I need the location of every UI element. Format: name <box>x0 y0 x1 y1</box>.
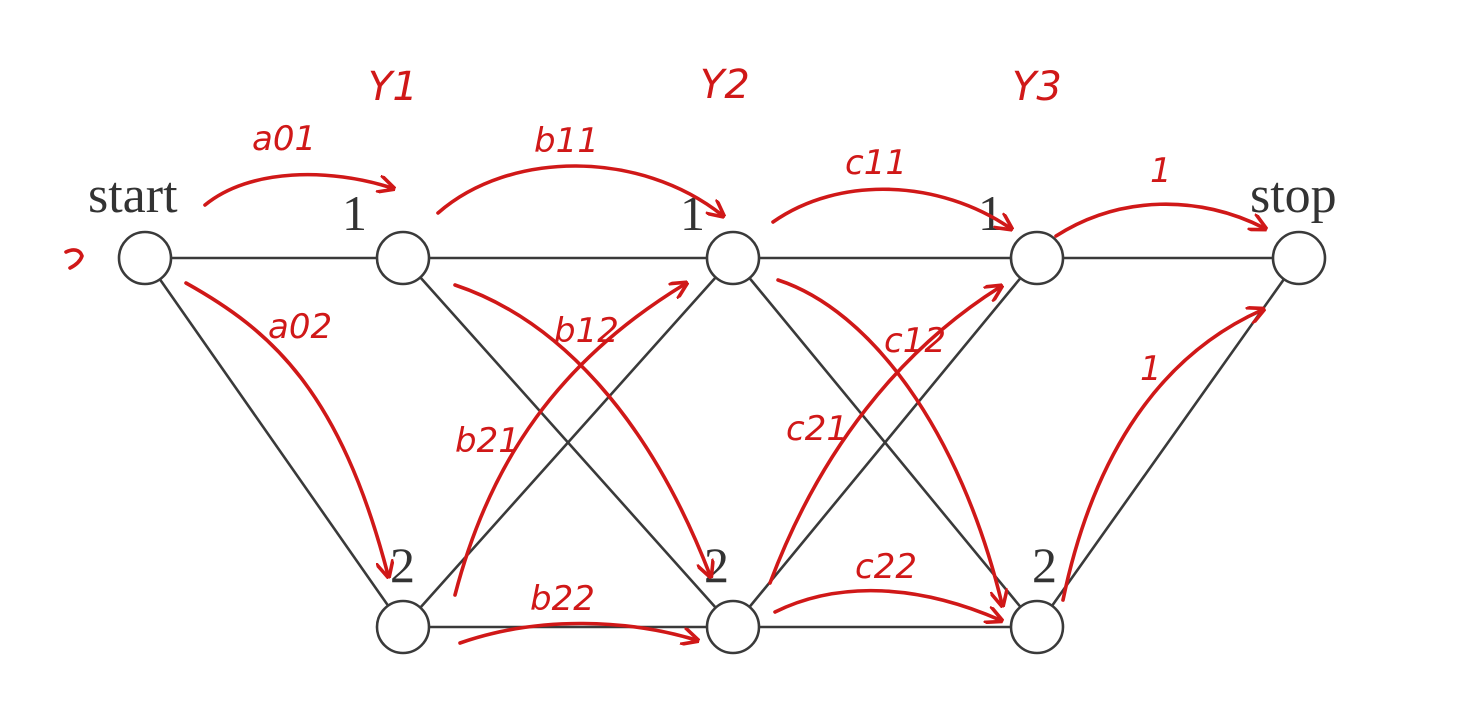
annotation-a01: a01 <box>252 119 316 159</box>
annotation-arrows <box>64 164 1264 643</box>
node-y1-state2 <box>375 599 431 655</box>
label-y1-state1: 1 <box>342 185 367 241</box>
arrow-y3s1-stop <box>1054 202 1264 238</box>
arrow-c21 <box>768 287 1000 585</box>
arrow-c11 <box>771 187 1010 228</box>
node-y2-state1 <box>705 230 761 286</box>
node-labels: start stop 1 2 1 2 1 2 <box>88 167 1337 593</box>
annotation-c12: c12 <box>884 321 946 361</box>
annotation-b21: b21 <box>455 421 520 461</box>
annotation-b22: b22 <box>530 579 595 619</box>
annotation-y3: Y3 <box>1012 64 1062 110</box>
trellis-edges <box>143 256 1301 629</box>
arrow-c12 <box>776 278 1002 604</box>
arrow-a01 <box>203 172 392 207</box>
node-y3-state2 <box>1009 599 1065 655</box>
annotation-to-stop-2: 1 <box>1140 349 1162 389</box>
arrow-a02 <box>184 281 388 575</box>
annotation-labels: Y1 Y2 Y3 a01 a02 b11 b12 b21 b22 c11 c12… <box>252 62 1172 619</box>
annotation-c22: c22 <box>855 547 917 587</box>
annotation-c11: c11 <box>845 143 907 183</box>
annotation-y1: Y1 <box>368 64 418 110</box>
edge-y2s2-y3s1 <box>731 257 1039 628</box>
edge-start-y1s2 <box>143 257 405 628</box>
node-y2-state2 <box>705 599 761 655</box>
node-start <box>117 230 173 286</box>
annotation-b12: b12 <box>554 311 619 351</box>
annotation-c21: c21 <box>786 409 848 449</box>
label-start: start <box>88 167 178 224</box>
trellis-nodes <box>117 230 1327 655</box>
arrow-b12 <box>453 283 710 575</box>
edge-y3s2-stop <box>1035 257 1301 628</box>
node-y3-state1 <box>1009 230 1065 286</box>
annotation-b11: b11 <box>534 121 599 161</box>
annotation-y2: Y2 <box>700 62 750 108</box>
node-stop <box>1271 230 1327 286</box>
arrow-b22 <box>458 621 696 643</box>
arrow-b21 <box>453 284 685 597</box>
arrow-y3s2-stop <box>1061 310 1262 602</box>
arrow-start-mark <box>64 248 84 270</box>
node-y1-state1 <box>375 230 431 286</box>
edge-y1s2-y2s1 <box>402 257 734 628</box>
arrow-c22 <box>773 588 1000 620</box>
label-stop: stop <box>1250 167 1337 224</box>
arrow-b11 <box>436 164 722 215</box>
label-y3-state2: 2 <box>1032 537 1057 593</box>
annotation-to-stop-1: 1 <box>1150 151 1172 191</box>
label-y1-state2: 2 <box>390 537 415 593</box>
annotation-a02: a02 <box>268 307 332 347</box>
